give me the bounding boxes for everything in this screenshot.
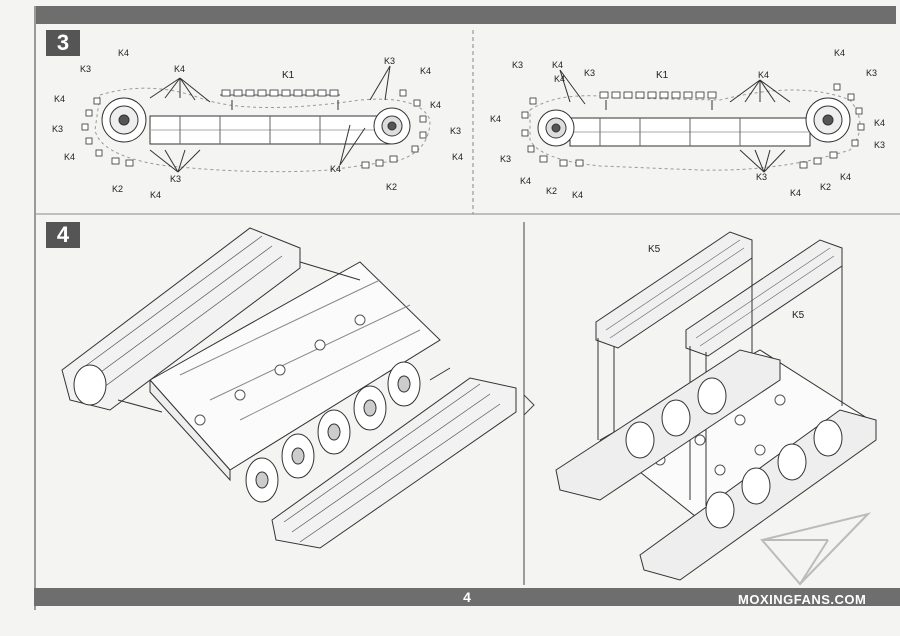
step3-right-labels: K1 K2 K2 K3 K3 K3 K3 K3 K3 K4 K4 K4 K4 K…: [490, 48, 885, 200]
binding-edge: [34, 6, 36, 610]
label-k1: K1: [656, 70, 669, 81]
label-k2: K2: [386, 182, 397, 192]
page-number: 4: [463, 589, 471, 605]
label-k4: K4: [452, 152, 463, 162]
label-k4: K4: [430, 100, 441, 110]
label-k4: K4: [54, 94, 65, 104]
label-k4: K4: [420, 66, 431, 76]
label-k2: K2: [112, 184, 123, 194]
step-4-badge: 4: [46, 222, 80, 248]
label-k4: K4: [552, 60, 563, 70]
label-k4: K4: [330, 164, 341, 174]
label-k4: K4: [520, 176, 531, 186]
step-3-badge: 3: [46, 30, 80, 56]
label-k3: K3: [512, 60, 523, 70]
label-k4: K4: [150, 190, 161, 200]
label-k3: K3: [756, 172, 767, 182]
label-k4: K4: [572, 190, 583, 200]
label-k3: K3: [866, 68, 877, 78]
step3-right-track-links: [521, 83, 865, 169]
label-k4: K4: [554, 74, 565, 84]
label-k4: K4: [840, 172, 851, 182]
label-k5: K5: [792, 310, 805, 321]
top-bar: [34, 6, 896, 24]
step4-right-hull-diagram: [555, 231, 877, 581]
label-k3: K3: [170, 174, 181, 184]
step3-left-labels: K1 K2 K2 K3 K3 K3 K3 K3 K4 K4 K4 K4 K4 K…: [52, 48, 463, 200]
label-k4: K4: [874, 118, 885, 128]
step3-left-track-links: [81, 89, 427, 169]
label-k3: K3: [874, 140, 885, 150]
label-k4: K4: [758, 70, 769, 80]
step4-right-labels: K5 K5: [648, 244, 805, 321]
step4-left-hull-diagram: [61, 227, 517, 549]
label-k4: K4: [490, 114, 501, 124]
label-k3: K3: [384, 56, 395, 66]
label-k4: K4: [64, 152, 75, 162]
step3-left-track-diagram: [94, 65, 431, 173]
label-k3: K3: [584, 68, 595, 78]
step3-right-track-diagram: [529, 69, 861, 173]
label-k3: K3: [450, 126, 461, 136]
site-watermark: MOXINGFANS.COM: [738, 592, 867, 607]
label-k4: K4: [790, 188, 801, 198]
bottom-bar: [34, 588, 900, 606]
label-k3: K3: [80, 64, 91, 74]
label-k2: K2: [546, 186, 557, 196]
label-k1: K1: [282, 70, 295, 81]
label-k4: K4: [834, 48, 845, 58]
label-k4: K4: [174, 64, 185, 74]
label-k4: K4: [118, 48, 129, 58]
paper-plane-logo-icon: [760, 512, 872, 586]
label-k2: K2: [820, 182, 831, 192]
label-k5: K5: [648, 244, 661, 255]
label-k3: K3: [500, 154, 511, 164]
label-k3: K3: [52, 124, 63, 134]
